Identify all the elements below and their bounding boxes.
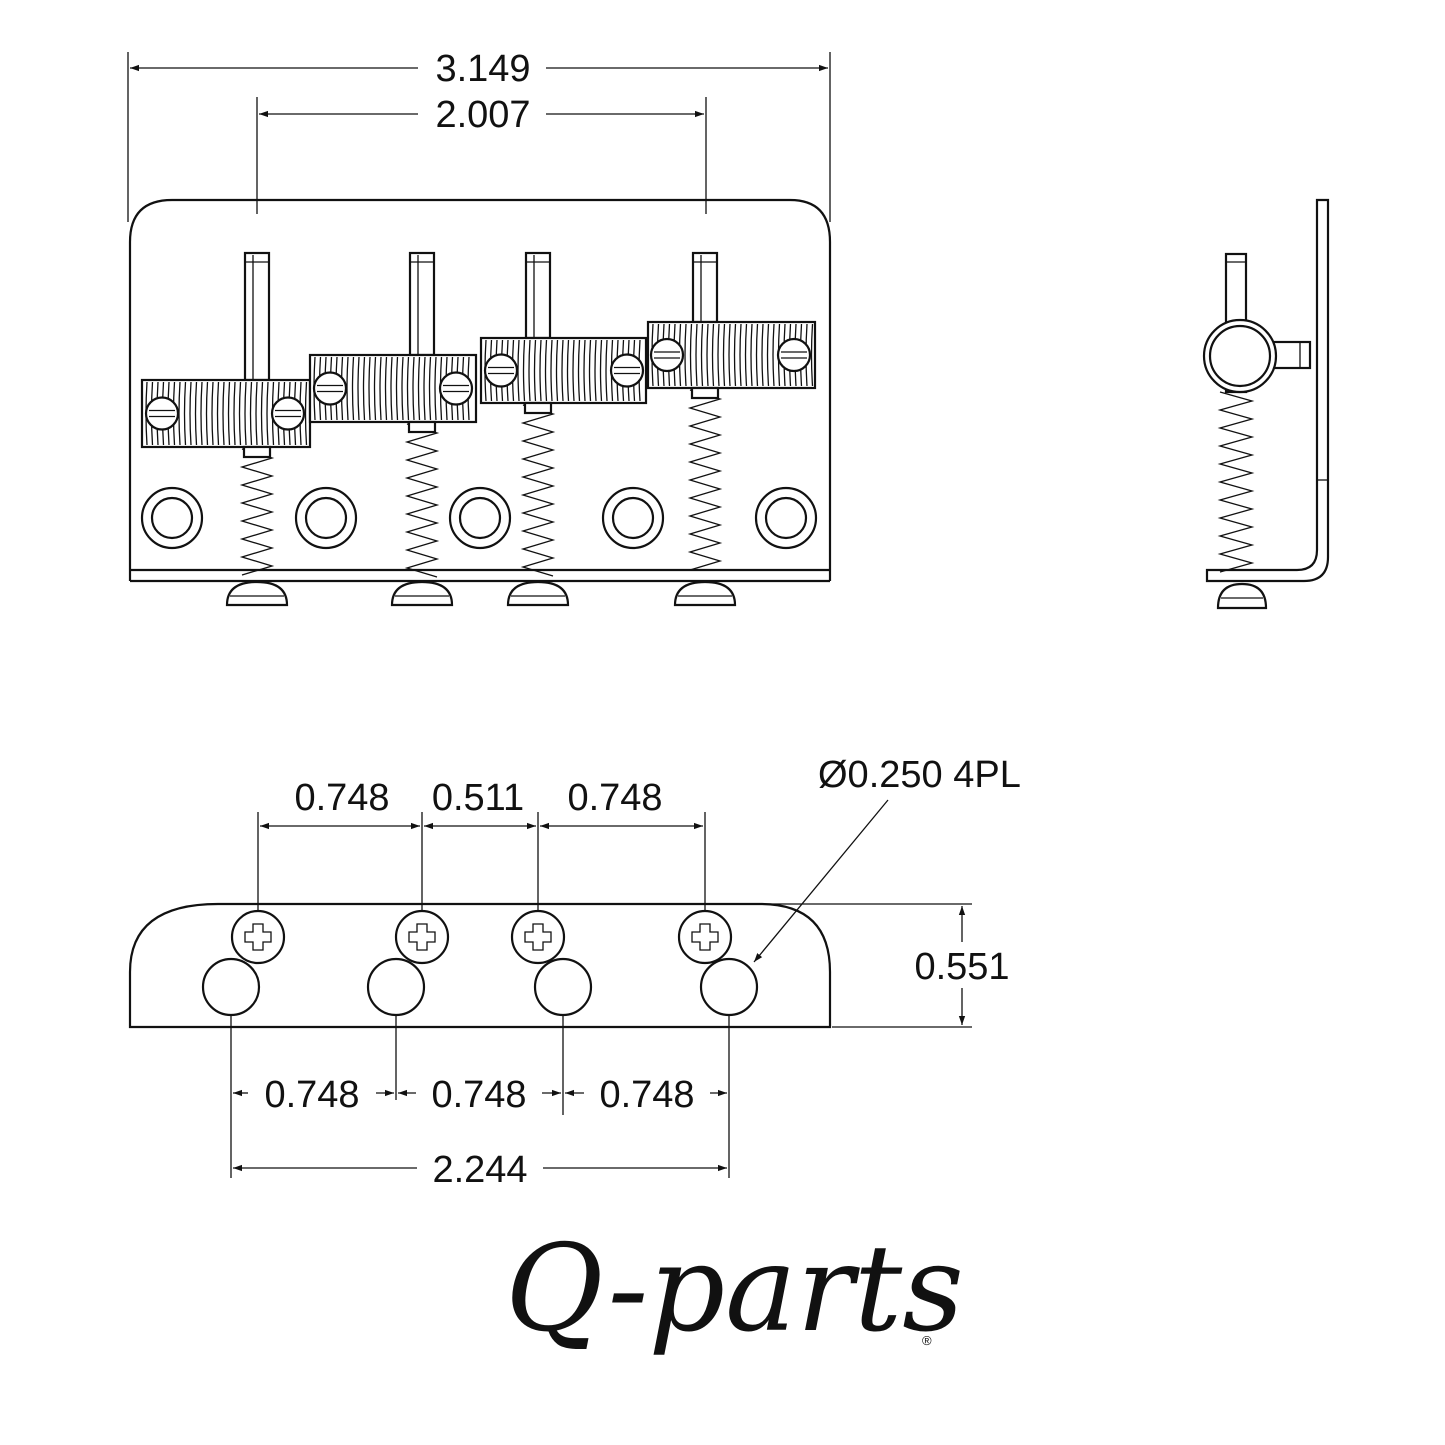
mounting-hole	[754, 486, 818, 550]
screw-head	[225, 580, 289, 607]
screw-heads	[225, 580, 737, 607]
mounting-hole	[601, 486, 665, 550]
dimension-label: 0.748	[431, 1074, 526, 1116]
base-plate	[128, 198, 832, 570]
string-hole	[533, 957, 593, 1017]
phillips-screw	[677, 909, 733, 965]
dimension-label: 0.748	[599, 1074, 694, 1116]
saddle-screw	[438, 371, 474, 406]
dimension-label: 0.748	[264, 1074, 359, 1116]
screw-head	[390, 580, 454, 607]
q-parts-logo: Q-parts ®	[505, 1220, 964, 1359]
string-hole	[699, 957, 759, 1017]
dimension-hole-spacing: 0.748 0.748 0.748	[233, 1074, 727, 1116]
saddle-screw	[483, 353, 519, 388]
dimension-outer-string-span: 2.007	[259, 94, 704, 136]
side-spring	[1217, 391, 1255, 573]
dimension-label: 3.149	[435, 48, 530, 90]
bottom-view: 0.748 0.511 0.748 Ø0.250 4PL 0.551 0.748…	[128, 754, 1021, 1191]
mounting-hole	[294, 486, 358, 550]
hole-callout-label: Ø0.250 4PL	[818, 754, 1021, 796]
side-plate	[1205, 198, 1330, 583]
dimension-depth: 0.551	[905, 906, 1017, 1025]
phillips-screw	[230, 909, 286, 965]
screws-and-holes	[201, 909, 759, 1017]
dimension-label: 2.007	[435, 94, 530, 136]
dimension-label: 0.511	[432, 777, 524, 819]
mounting-holes	[140, 486, 818, 550]
registered-mark: ®	[922, 1333, 932, 1348]
hole-callout: Ø0.250 4PL	[753, 754, 1021, 963]
side-screw-head	[1216, 582, 1268, 610]
string-hole	[201, 957, 261, 1017]
saddle-screw	[312, 371, 348, 406]
phillips-screw	[510, 909, 566, 965]
height-screw	[408, 251, 436, 357]
saddle-screw	[776, 337, 812, 373]
saddle-screw	[649, 337, 685, 373]
mounting-hole	[448, 486, 512, 550]
side-view	[1202, 198, 1330, 610]
dimension-overall-width: 3.149	[130, 48, 828, 90]
dimension-label: 0.748	[294, 777, 389, 819]
dimension-label: 0.551	[914, 946, 1009, 988]
dimension-hole-span: 2.244	[233, 1149, 727, 1191]
screw-head	[506, 580, 570, 607]
saddle-screw	[270, 396, 306, 431]
dimension-screw-spacing: 0.748 0.511 0.748	[260, 777, 703, 830]
logo-text: Q-parts	[505, 1220, 964, 1359]
height-screw	[691, 251, 719, 324]
top-view: 3.149 2.007	[127, 48, 832, 607]
saddle-screw	[609, 353, 645, 388]
saddles	[140, 320, 817, 459]
string-hole	[366, 957, 426, 1017]
mounting-hole	[140, 486, 204, 550]
side-saddle	[1202, 318, 1278, 394]
dimension-label: 2.244	[432, 1149, 527, 1191]
screw-head	[673, 580, 737, 607]
height-screw	[243, 251, 271, 382]
saddle-screw	[144, 396, 180, 431]
phillips-screw	[394, 909, 450, 965]
height-screw	[524, 251, 552, 340]
dimension-label: 0.748	[567, 777, 662, 819]
springs	[239, 389, 723, 578]
